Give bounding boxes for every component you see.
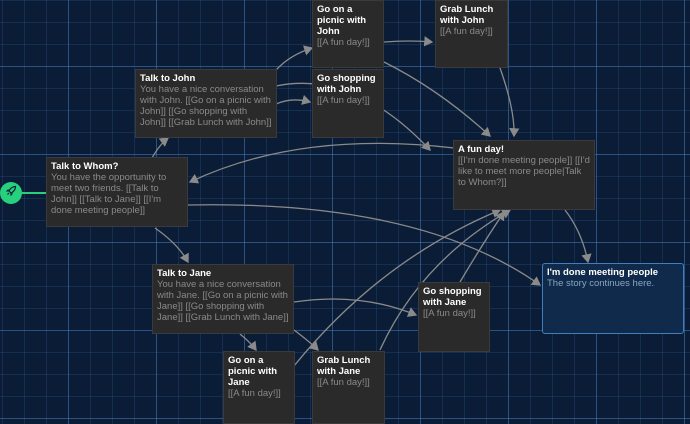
passage-talk-to-jane[interactable]: Talk to Jane You have a nice conversatio… xyxy=(152,264,294,334)
link-fun-done xyxy=(564,209,592,264)
passage-excerpt: [[A fun day!]] xyxy=(317,37,370,48)
link-jane-picnic xyxy=(239,333,257,352)
link-jane-shopping xyxy=(293,298,418,317)
link-whom-john xyxy=(151,137,170,159)
start-connector xyxy=(22,192,47,194)
passage-title: Go shopping with John xyxy=(317,73,376,95)
passage-title: Talk to Whom? xyxy=(51,161,119,172)
passage-excerpt: [[A fun day!]] xyxy=(317,377,370,388)
passage-title: Go on a picnic with Jane xyxy=(228,355,278,388)
passage-excerpt: [[I'm done meeting people]] [[I'd like t… xyxy=(458,155,590,188)
passage-title: Talk to Jane xyxy=(157,268,212,279)
passage-fun-day[interactable]: A fun day! [[I'm done meeting people]] [… xyxy=(453,140,595,210)
link-john-shopping xyxy=(275,94,312,105)
passage-title: Go shopping with Jane xyxy=(423,286,482,308)
passage-title: Talk to John xyxy=(140,73,196,84)
link-whom-jane xyxy=(154,227,189,264)
passage-excerpt: [[A fun day!]] xyxy=(440,26,493,37)
passage-lunch-john[interactable]: Grab Lunch with John [[A fun day!]] xyxy=(435,0,508,68)
link-fun-whom xyxy=(188,142,455,184)
passage-talk-to-john[interactable]: Talk to John You have a nice conversatio… xyxy=(135,69,277,138)
passage-done-meeting[interactable]: I'm done meeting people The story contin… xyxy=(542,263,684,334)
passage-shopping-jane[interactable]: Go shopping with Jane [[A fun day!]] xyxy=(418,282,490,352)
passage-excerpt: You have the opportunity to meet two fri… xyxy=(51,172,167,216)
link-shoppingjane-fun xyxy=(459,210,505,283)
passage-picnic-john[interactable]: Go on a picnic with John [[A fun day!]] xyxy=(312,0,384,68)
passage-shopping-john[interactable]: Go shopping with John [[A fun day!]] xyxy=(312,69,384,138)
passage-excerpt: [[A fun day!]] xyxy=(317,95,370,106)
link-lunchjohn-fun xyxy=(499,67,520,138)
passage-title: Go on a picnic with John xyxy=(317,4,367,37)
passage-title: A fun day! xyxy=(458,144,505,155)
passage-excerpt: You have a nice conversation with Jane. … xyxy=(157,279,289,323)
start-badge xyxy=(0,182,22,204)
passage-lunch-jane[interactable]: Grab Lunch with Jane [[A fun day!]] xyxy=(312,351,385,424)
passage-excerpt: [[A fun day!]] xyxy=(228,388,281,399)
passage-title: Grab Lunch with John xyxy=(440,4,494,26)
passage-excerpt: You have a nice conversation with John. … xyxy=(140,84,272,128)
link-jane-lunch xyxy=(293,329,319,351)
passage-excerpt: [[A fun day!]] xyxy=(423,308,476,319)
link-picnic-lunch-john xyxy=(383,36,434,47)
passage-title: I'm done meeting people xyxy=(547,267,658,278)
passage-excerpt: The story continues here. xyxy=(547,278,655,289)
link-shoppingjohn-fun xyxy=(383,61,491,137)
link-john-picnic xyxy=(275,45,314,71)
rocket-icon xyxy=(5,184,17,202)
passage-talk-to-whom[interactable]: Talk to Whom? You have the opportunity t… xyxy=(46,157,188,227)
passage-title: Grab Lunch with Jane xyxy=(317,355,371,377)
passage-picnic-jane[interactable]: Go on a picnic with Jane [[A fun day!]] xyxy=(223,351,295,424)
